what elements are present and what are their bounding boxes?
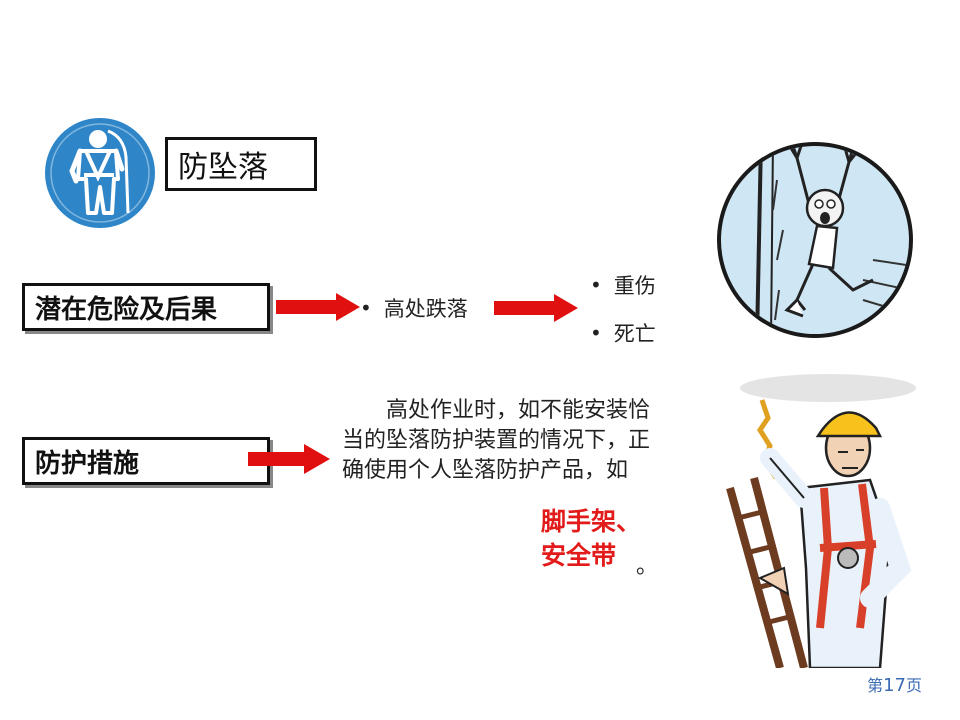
highlight-line-1: 脚手架、 [541,507,642,536]
risk-label-box: 潜在危险及后果 [22,283,270,331]
bullet-dot: • [590,273,602,297]
falling-worker-cartoon [713,140,917,344]
measure-label-box: 防护措施 [22,437,270,485]
highlight-line-2: 安全带 [541,541,617,570]
cause-bullet: • 高处跌落 [360,293,468,323]
measure-arrow [248,444,330,474]
bullet-dot: • [590,321,602,345]
consequence-text: 重伤 [613,274,656,298]
section-title: 防坠落 [165,137,317,191]
fall-protection-harness-icon [44,117,156,229]
bullet-dot: • [360,296,372,320]
cause-text: 高处跌落 [383,297,468,321]
page-number: 第17页 [867,672,922,696]
page-number-value: 17 [883,675,906,696]
highlight-equipment: 脚手架、 安全带 [541,505,651,573]
page-suffix: 页 [905,676,922,695]
end-punctuation: 。 [636,554,659,579]
consequence-item: • 重伤 [590,270,656,300]
page-prefix: 第 [867,676,884,695]
risk-arrow-1 [276,293,360,321]
consequence-text: 死亡 [613,322,656,346]
consequence-item: • 死亡 [590,318,656,348]
risk-arrow-2 [494,294,578,322]
harness-worker-ladder-cartoon [720,368,930,672]
measure-description: 高处作业时，如不能安装恰当的坠落防护装置的情况下，正确使用个人坠落防护产品，如 [342,398,651,483]
